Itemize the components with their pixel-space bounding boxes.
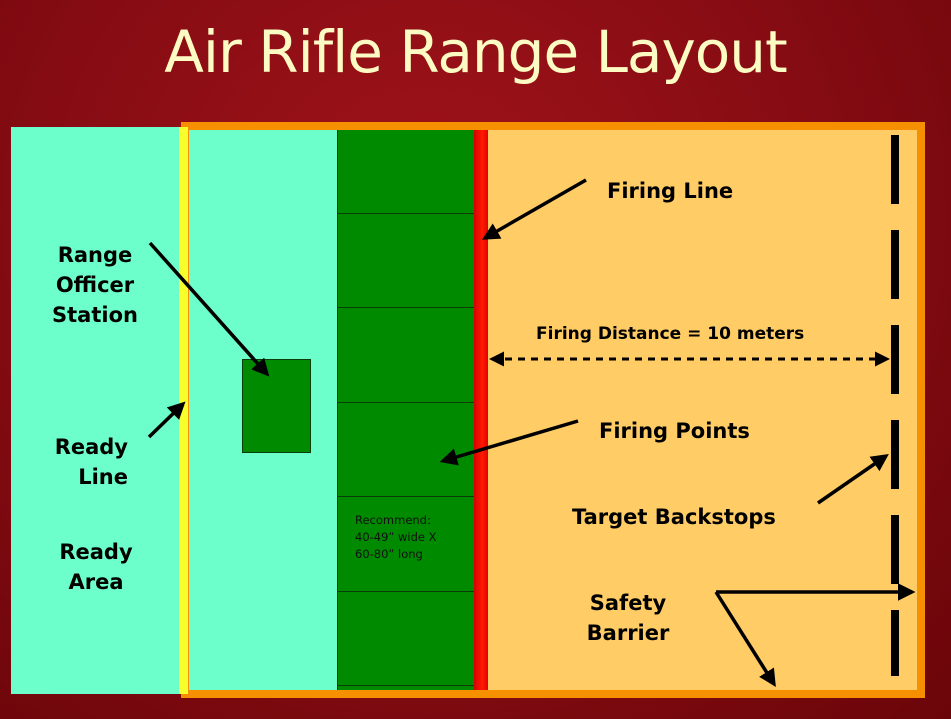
- firing-point-divider: [338, 307, 475, 308]
- page-title: Air Rifle Range Layout: [164, 18, 788, 86]
- ready-line-arrow: [147, 401, 186, 439]
- target-backstop: [891, 420, 899, 489]
- firing-points-arrow: [439, 419, 579, 466]
- firing-points-column: [337, 130, 475, 691]
- firing-point-divider: [338, 213, 475, 214]
- safety-barrier-arrow-down: [714, 591, 776, 687]
- safety-barrier-label: Safety Barrier: [586, 591, 670, 645]
- firing-points-label: Firing Points: [599, 419, 750, 443]
- firing-line-arrow: [481, 178, 587, 240]
- firing-point-divider: [338, 685, 475, 686]
- firing-line-strip: [474, 130, 488, 691]
- ready-area-label: Ready Area: [59, 540, 133, 594]
- target-backstop: [891, 135, 899, 204]
- target-backstop: [891, 610, 899, 676]
- firing-point-divider: [338, 496, 475, 497]
- target-backstop: [891, 325, 899, 394]
- ready-area-region: [11, 127, 181, 694]
- firing-point-divider: [338, 591, 475, 592]
- firing-range-floor: [487, 130, 920, 691]
- firing-line-label: Firing Line: [607, 179, 734, 203]
- firing-point-size-note: Recommend: 40-49” wide X 60-80” long: [355, 513, 437, 561]
- firing-distance-label: Firing Distance = 10 meters: [536, 324, 805, 344]
- ready-line-label: Ready Line: [54, 435, 128, 489]
- range-officer-station-label: Range Officer Station: [52, 243, 138, 327]
- target-backstop: [891, 515, 899, 584]
- target-backstops-label: Target Backstops: [572, 505, 776, 529]
- firing-point-divider: [338, 402, 475, 403]
- target-backstops-arrow: [817, 454, 889, 505]
- target-backstop: [891, 230, 899, 299]
- range-officer-arrow: [148, 241, 270, 377]
